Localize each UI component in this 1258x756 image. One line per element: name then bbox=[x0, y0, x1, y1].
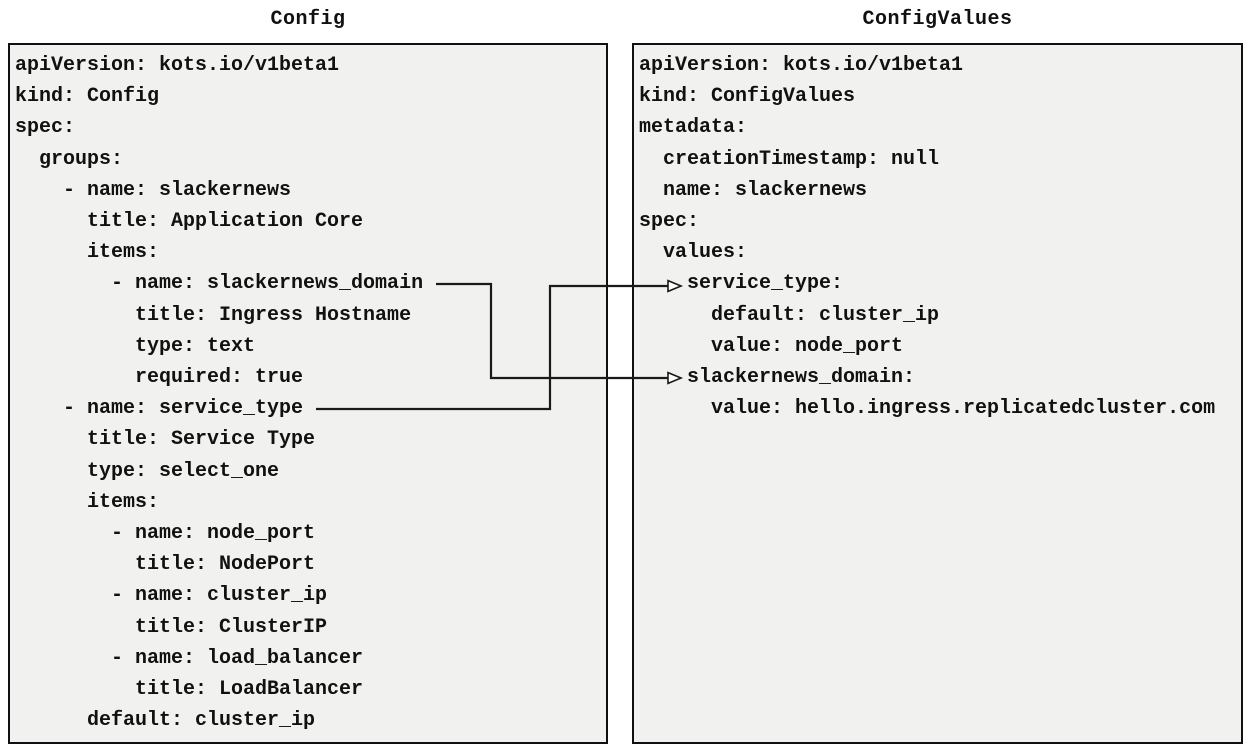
code-line: default: cluster_ip bbox=[15, 709, 316, 733]
code-line: creationTimestamp: null bbox=[639, 147, 940, 171]
code-line: title: NodePort bbox=[15, 553, 316, 577]
code-line: - name: slackernews_domain bbox=[15, 272, 424, 296]
code-line: title: ClusterIP bbox=[15, 615, 328, 639]
code-line: metadata: bbox=[639, 116, 748, 140]
code-line: items: bbox=[15, 241, 160, 265]
code-line: required: true bbox=[15, 366, 304, 390]
code-line: type: select_one bbox=[15, 459, 280, 483]
code-line: value: hello.ingress.replicatedcluster.c… bbox=[639, 397, 1216, 421]
configvalues-yaml-code: apiVersion: kots.io/v1beta1 kind: ConfigV… bbox=[634, 45, 1241, 424]
code-line: title: Application Core bbox=[15, 210, 364, 234]
code-line: title: Service Type bbox=[15, 428, 316, 452]
code-line: kind: Config bbox=[15, 85, 160, 109]
config-panel-title: Config bbox=[270, 8, 346, 31]
code-line: - name: node_port bbox=[15, 522, 316, 546]
code-line: service_type: bbox=[639, 272, 844, 296]
code-line: kind: ConfigValues bbox=[639, 85, 856, 109]
code-line: type: text bbox=[15, 334, 256, 358]
code-line: default: cluster_ip bbox=[639, 303, 940, 327]
code-line: slackernews_domain: bbox=[639, 366, 916, 390]
configvalues-panel-title: ConfigValues bbox=[862, 8, 1013, 31]
code-line: - name: slackernews bbox=[15, 178, 292, 202]
config-panel: apiVersion: kots.io/v1beta1 kind: Config s… bbox=[8, 43, 608, 744]
code-line: spec: bbox=[639, 210, 700, 234]
code-line: items: bbox=[15, 490, 160, 514]
code-line: spec: bbox=[15, 116, 76, 140]
code-line: groups: bbox=[15, 147, 124, 171]
code-line: - name: service_type bbox=[15, 397, 304, 421]
code-line: value: node_port bbox=[639, 334, 904, 358]
code-line: name: slackernews bbox=[639, 178, 868, 202]
configvalues-panel: apiVersion: kots.io/v1beta1 kind: ConfigV… bbox=[632, 43, 1243, 744]
config-yaml-code: apiVersion: kots.io/v1beta1 kind: Config s… bbox=[10, 45, 606, 736]
code-line: title: Ingress Hostname bbox=[15, 303, 412, 327]
code-line: - name: load_balancer bbox=[15, 646, 364, 670]
code-line: values: bbox=[639, 241, 748, 265]
code-line: apiVersion: kots.io/v1beta1 bbox=[639, 54, 964, 77]
code-line: apiVersion: kots.io/v1beta1 bbox=[15, 54, 340, 77]
code-line: - name: cluster_ip bbox=[15, 584, 328, 608]
code-line: title: LoadBalancer bbox=[15, 678, 364, 702]
